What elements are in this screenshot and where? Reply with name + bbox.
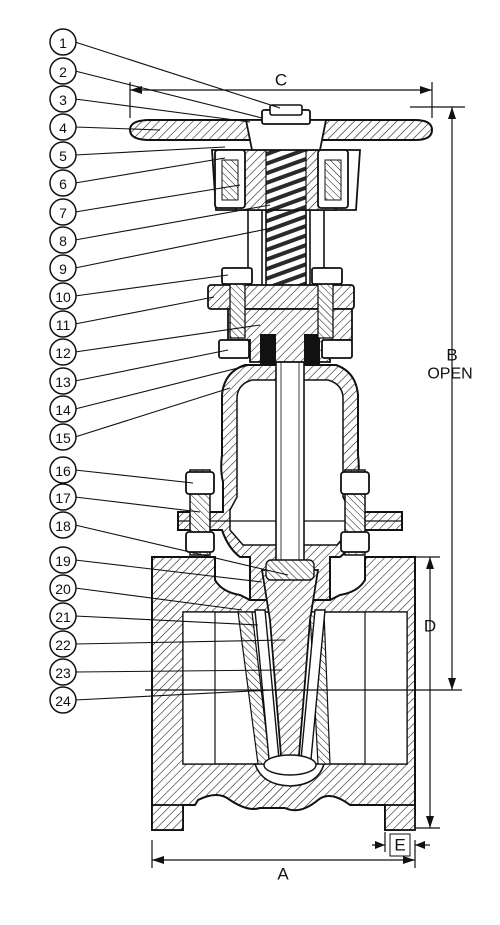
callout-circle [49,423,77,451]
callout-number: 18 [55,518,71,534]
callout-4: 4 [49,113,77,141]
callout-circle [49,511,77,539]
callout-number: 23 [55,665,71,681]
callout-number: 1 [59,35,67,51]
handwheel [128,104,434,151]
dimension-label-d: D [424,617,436,636]
dimension-label-b: B [446,346,457,365]
callout-17: 17 [49,483,77,511]
dimension-labels: C B OPEN D A E [275,71,473,884]
callout-9: 9 [49,254,77,282]
callout-circle [49,602,77,630]
callout-14: 14 [49,395,77,423]
callout-24: 24 [49,686,77,714]
callout-circle [49,367,77,395]
callout-number: 16 [55,463,71,479]
callout-number: 12 [55,345,71,361]
callout-18: 18 [49,511,77,539]
callout-16: 16 [49,456,77,484]
yoke-top [211,149,361,211]
callout-6: 6 [49,169,77,197]
callout-1: 1 [49,28,77,56]
callout-number: 6 [59,176,67,192]
callout-number: 19 [55,553,71,569]
callout-circle [49,630,77,658]
callout-circle [49,141,77,169]
callout-10: 10 [49,282,77,310]
callout-number: 17 [55,490,71,506]
callout-number: 13 [55,374,71,390]
callout-circle [49,395,77,423]
callout-number: 4 [59,120,67,136]
callout-number: 7 [59,205,67,221]
callout-number: 2 [59,64,67,80]
callout-13: 13 [49,367,77,395]
dimension-label-open: OPEN [427,366,472,383]
callout-3: 3 [49,85,77,113]
dimension-label-c: C [275,71,287,90]
callout-circle [49,483,77,511]
callout-number: 22 [55,637,71,653]
callout-number: 24 [55,693,71,709]
callout-15: 15 [49,423,77,451]
callout-19: 19 [49,546,77,574]
dimension-label-a: A [277,865,289,884]
callout-5: 5 [49,141,77,169]
callout-number: 9 [59,261,67,277]
callout-circle [49,658,77,686]
callout-number: 8 [59,233,67,249]
callout-circle [49,686,77,714]
callout-circle [49,169,77,197]
callout-circle [49,57,77,85]
callout-circle [49,85,77,113]
callout-circle [49,574,77,602]
dimension-box-e [389,833,411,857]
callout-8: 8 [49,226,77,254]
callout-leaders [74,41,289,701]
callout-23: 23 [49,658,77,686]
callout-circle [49,198,77,226]
callout-number: 3 [59,92,67,108]
callout-number: 10 [55,289,71,305]
callout-2: 2 [49,57,77,85]
callout-number: 5 [59,148,67,164]
callout-number: 15 [55,430,71,446]
callout-circle [49,226,77,254]
dimension-label-e: E [394,836,405,855]
callout-circle [49,113,77,141]
dimension-lines [129,82,465,868]
callout-number: 11 [56,317,71,333]
callout-circle [49,28,77,56]
body-bolts [185,469,370,556]
callout-number: 14 [55,402,71,418]
callout-number: 20 [55,581,71,597]
callout-21: 21 [49,602,77,630]
callout-7: 7 [49,198,77,226]
callout-circle [49,456,77,484]
callout-circle [49,338,77,366]
callout-12: 12 [49,338,77,366]
callout-22: 22 [49,630,77,658]
callout-11: 11 [49,310,77,338]
yoke [207,209,355,364]
callout-circle [49,254,77,282]
callout-number: 21 [55,609,71,625]
callout-20: 20 [49,574,77,602]
callout-circle [49,310,77,338]
callout-circle [49,546,77,574]
callout-circle [49,282,77,310]
